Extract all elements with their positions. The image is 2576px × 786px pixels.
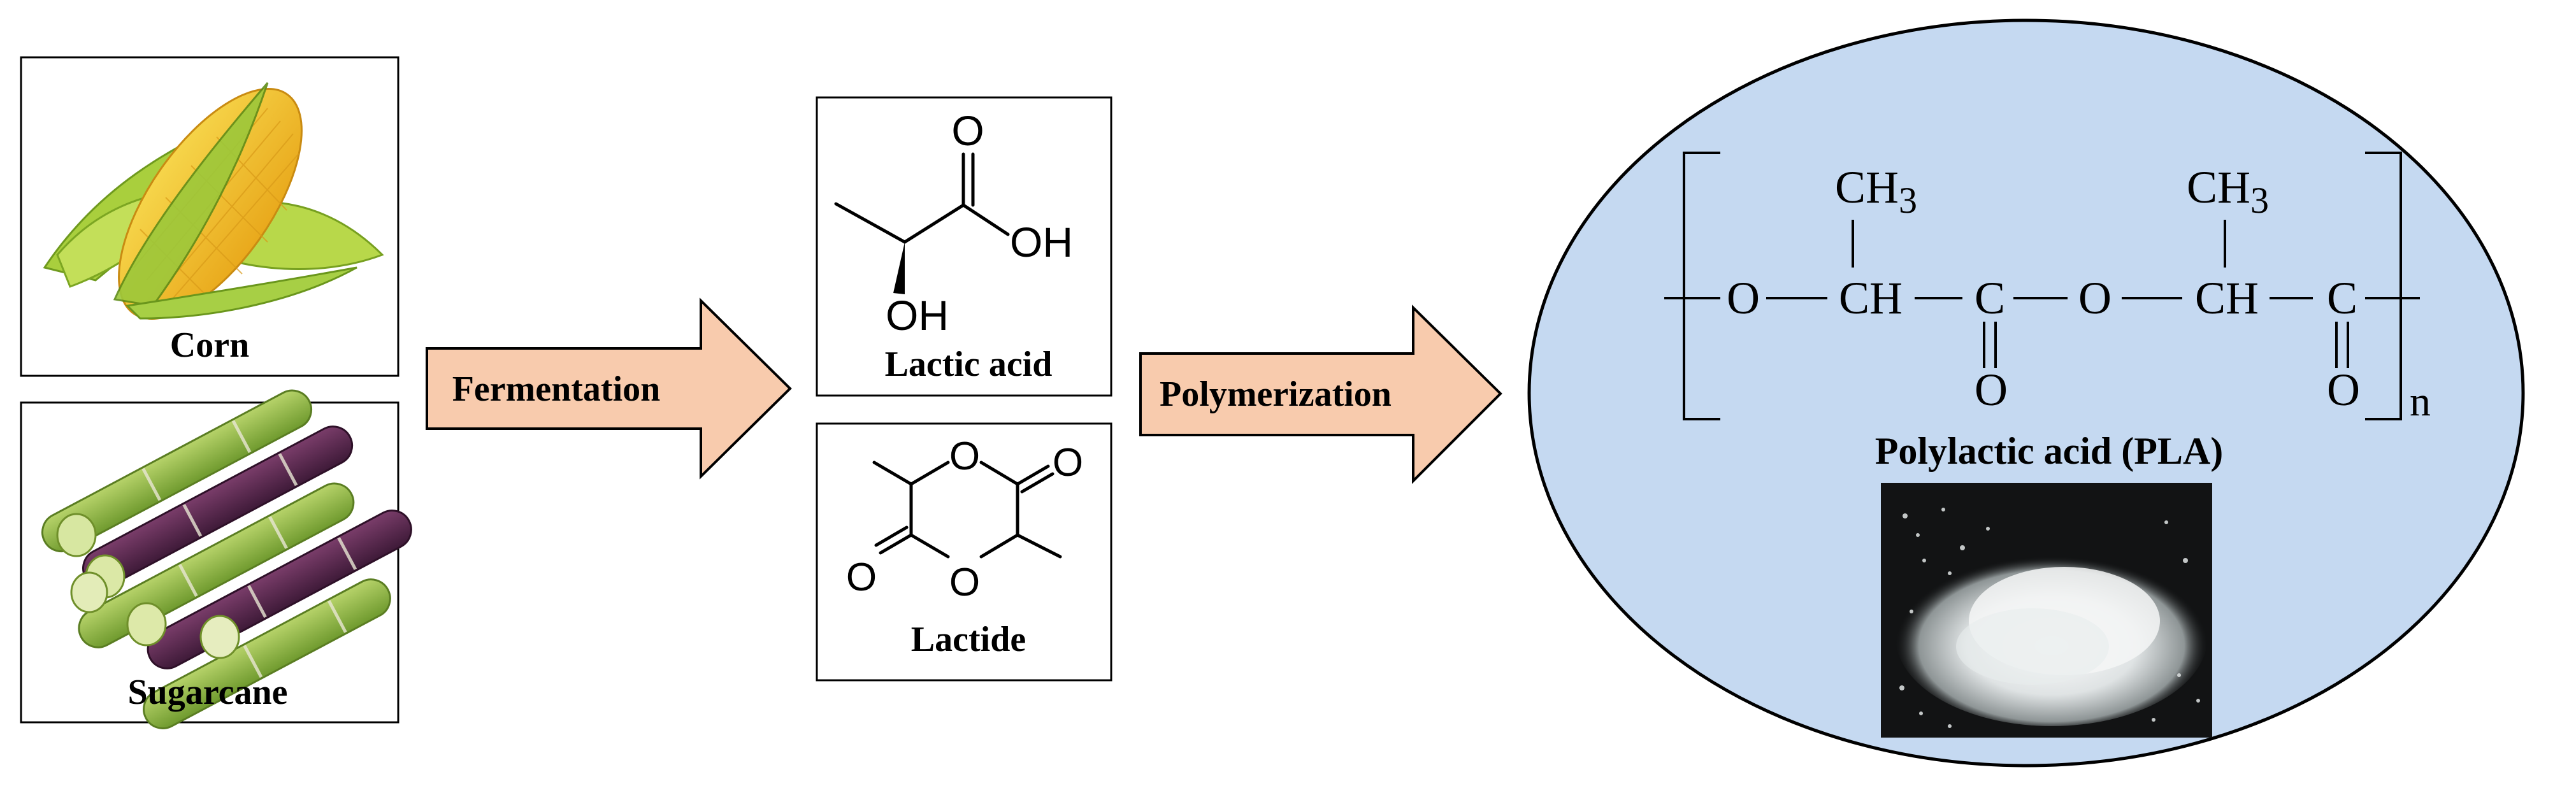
pla-ellipse: [1527, 18, 2525, 768]
lactic-acid-oh-right: OH: [1010, 218, 1073, 266]
lactide-panel: O O O O Lactide: [816, 422, 1112, 682]
repeat-unit-brackets: [1683, 152, 2402, 420]
pla-ch3-2: CH3: [2187, 162, 2269, 221]
pla-panel: CH3 CH3 O CH C O CH C O O n Polylactic a…: [1527, 18, 2525, 768]
pla-pellets-image: [1881, 483, 2212, 738]
pla-repeat-n: n: [2410, 378, 2431, 425]
lactide-carbonyl-o-left: O: [846, 555, 877, 599]
sugarcane-image: [41, 389, 412, 729]
sugarcane-label: Sugarcane: [128, 673, 288, 712]
pla-ch-2: CH: [2195, 273, 2259, 324]
right-bracket: [2365, 152, 2402, 420]
polymerization-arrow: Polymerization: [1139, 304, 1502, 484]
corn-image: [43, 82, 384, 320]
lactic-acid-carbonyl-o: O: [951, 107, 984, 154]
pla-carbonyl-o-2: O: [2327, 364, 2360, 415]
lactide-label: Lactide: [911, 620, 1026, 659]
lactide-ring-o-top: O: [949, 434, 980, 478]
corn-label: Corn: [170, 325, 249, 365]
lactic-acid-oh-bottom: OH: [886, 292, 949, 339]
lactide-structure: [872, 461, 1062, 559]
lactide-carbonyl-o-right: O: [1053, 441, 1083, 485]
lactic-acid-structure: [834, 152, 1010, 244]
lactic-acid-label: Lactic acid: [885, 345, 1053, 384]
pla-ch-1: CH: [1839, 273, 1903, 324]
fermentation-arrow: Fermentation: [426, 297, 792, 480]
fermentation-label: Fermentation: [452, 369, 661, 409]
lactic-acid-panel: O OH OH Lactic acid: [816, 96, 1112, 397]
left-bracket: [1683, 152, 1720, 420]
stereo-wedge: [893, 242, 905, 294]
lactide-box: [816, 422, 1112, 682]
pla-o-2: O: [2078, 273, 2112, 324]
pla-c-2: C: [2327, 273, 2357, 324]
sugarcane-panel: Sugarcane: [20, 389, 412, 729]
lactic-acid-box: [816, 96, 1112, 397]
pla-o-1: O: [1727, 273, 1760, 324]
fermentation-arrow-shape: [426, 297, 792, 480]
pla-c-1: C: [1975, 273, 2005, 324]
polymerization-label: Polymerization: [1160, 375, 1392, 414]
pla-atoms: CH3 CH3 O CH C O CH C O O n: [1727, 162, 2431, 425]
polymerization-arrow-shape: [1139, 304, 1502, 484]
pla-ch3-1: CH3: [1835, 162, 1917, 221]
lactide-ring-o-bottom: O: [949, 561, 980, 604]
pla-bonds: [1664, 220, 2420, 368]
pla-carbonyl-o-1: O: [1975, 364, 2008, 415]
pla-label: Polylactic acid (PLA): [1875, 430, 2224, 472]
corn-panel: Corn: [20, 56, 399, 377]
